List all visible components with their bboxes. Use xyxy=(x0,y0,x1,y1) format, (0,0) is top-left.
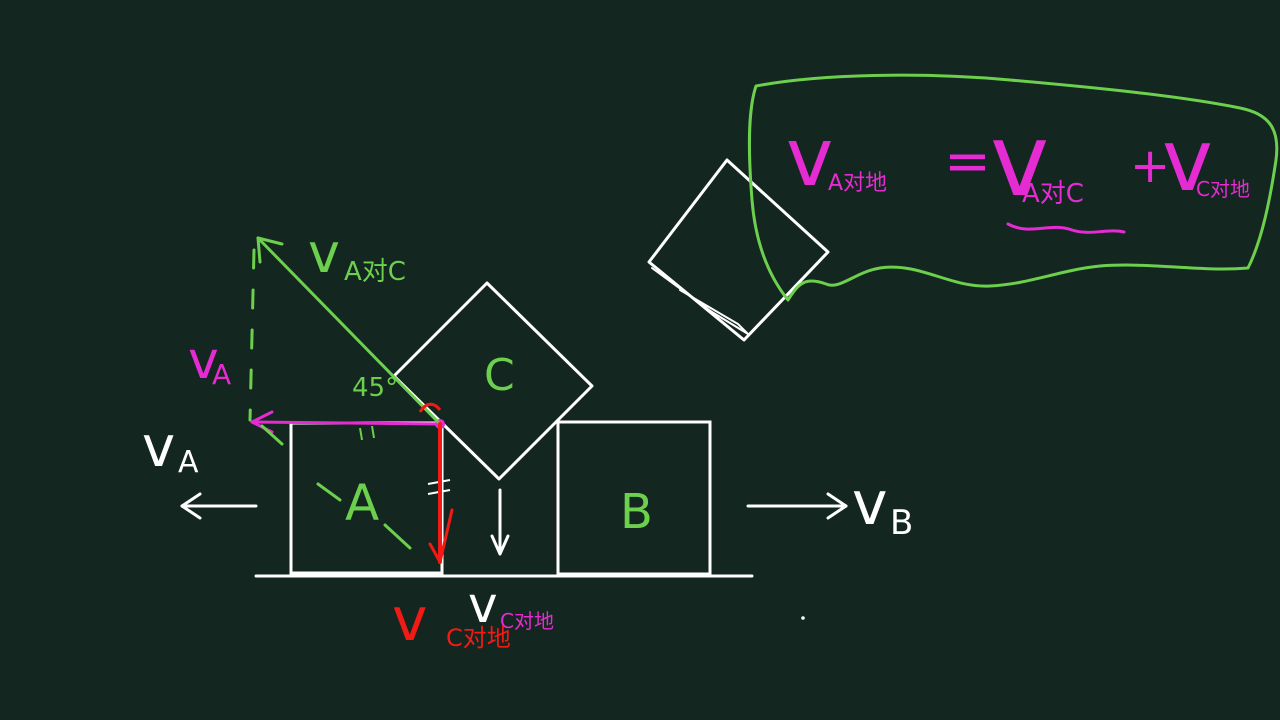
velocity-a-rel-c-subscript: A对C xyxy=(344,257,406,287)
block-b-label: B xyxy=(620,484,653,540)
velocity-a-rel-c-arrow xyxy=(256,236,442,446)
block-a-dash xyxy=(316,482,342,502)
component-va-label: v xyxy=(188,331,219,391)
equation-lhs-subscript: A对地 xyxy=(828,171,887,196)
equal-mark xyxy=(359,427,363,441)
velocity-c-ground-arrow xyxy=(428,422,454,564)
chalk-dot xyxy=(801,616,805,620)
block-a-label: A xyxy=(345,474,379,532)
velocity-c-down-arrow xyxy=(490,488,510,556)
equation-term2-subscript: C对地 xyxy=(1196,177,1250,201)
equal-mark xyxy=(371,425,375,439)
velocity-a-arrow xyxy=(180,492,258,520)
block-c-label: C xyxy=(484,350,515,401)
equation-term1: v xyxy=(990,102,1049,219)
velocity-c-ground-red-subscript: C对地 xyxy=(446,624,511,652)
velocity-b-subscript: B xyxy=(890,503,913,543)
block-a-dash xyxy=(383,523,412,550)
equation-term2: v xyxy=(1162,111,1213,211)
velocity-b-label: v xyxy=(852,469,888,539)
equation-plus: + xyxy=(1130,138,1170,194)
velocity-a-subscript: A xyxy=(178,445,199,480)
velocity-a-rel-c-label: v xyxy=(308,222,340,285)
equation-term1-subscript: A对C xyxy=(1022,179,1084,209)
equation-equals: = xyxy=(944,129,991,194)
block-c xyxy=(392,281,594,481)
block-c-sketch-scribble xyxy=(651,267,749,335)
equation-lhs: v xyxy=(786,111,833,204)
equation-term1-underline xyxy=(1006,222,1126,234)
projection-dashed-line xyxy=(248,248,256,422)
block-c-sketch xyxy=(647,158,830,342)
velocity-b-arrow xyxy=(746,492,848,520)
velocity-c-ground-red-label: v xyxy=(392,585,428,655)
angle-45-label: 45° xyxy=(352,373,398,403)
velocity-equation: v A对地 = v A对C + v C对地 xyxy=(786,102,1250,234)
component-va-subscript: A xyxy=(212,358,231,391)
velocity-a-label: v xyxy=(142,415,175,480)
velocity-c-ground-white-subscript: C对地 xyxy=(500,609,554,633)
angle-arc xyxy=(418,402,442,413)
block-b xyxy=(556,420,712,576)
equation-bubble xyxy=(747,73,1279,302)
velocity-c-ground-white-label: v xyxy=(468,576,498,634)
